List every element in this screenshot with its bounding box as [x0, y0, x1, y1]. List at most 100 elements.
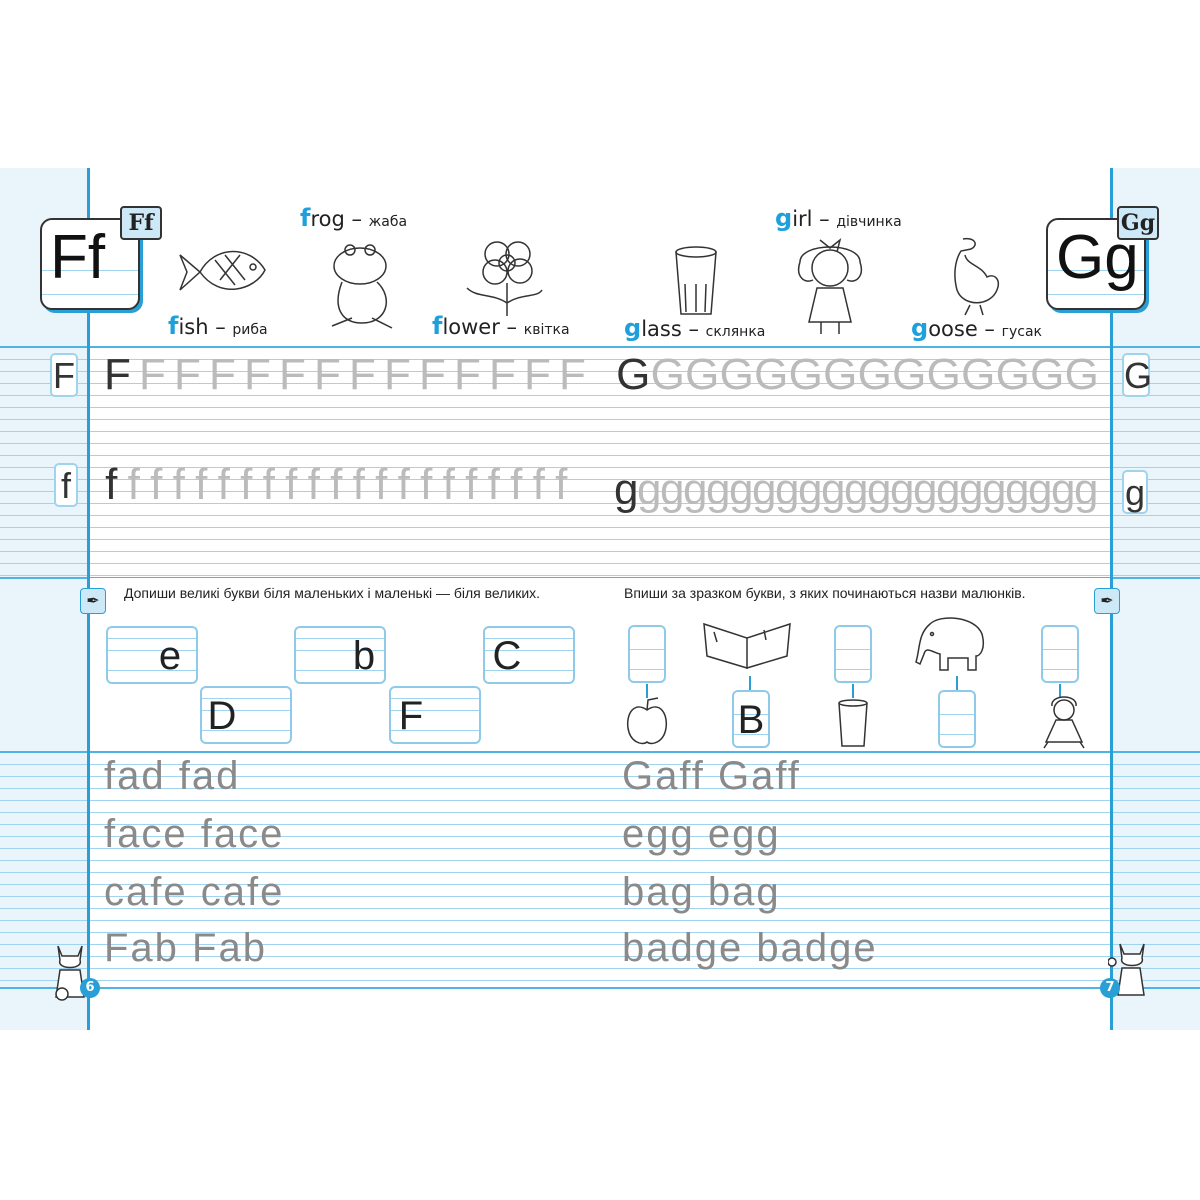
trace-letter: f: [532, 460, 545, 509]
trace-letter: F: [174, 350, 201, 399]
trace-letter: g: [936, 465, 961, 514]
apple-icon: [626, 697, 668, 745]
trace-letter: g: [660, 465, 685, 514]
practice-word[interactable]: egg egg: [622, 812, 781, 856]
answer-box-doll[interactable]: [1041, 625, 1079, 683]
instruction-right: Впиши за зразком букви, з яких починають…: [624, 585, 1026, 601]
doll-icon: [1043, 696, 1085, 749]
trace-letter: f: [555, 460, 568, 509]
letter-box[interactable]: D: [200, 686, 292, 744]
trace-letter: F: [209, 350, 236, 399]
letter-card-text: Ff: [50, 223, 106, 292]
trace-letter: g: [775, 465, 800, 514]
trace-letter: g: [844, 465, 869, 514]
trace-letter: G: [1030, 350, 1065, 399]
sample-letter-F: F: [50, 353, 78, 397]
trace-letter: f: [127, 460, 140, 509]
vocab-frog: frog – жаба: [300, 204, 408, 232]
trace-letter: f: [217, 460, 230, 509]
instruction-left: Допиши великі букви біля маленьких і мал…: [124, 585, 541, 601]
letter-ruling: [0, 347, 1200, 578]
glass-icon: [675, 246, 717, 315]
vocab-flower: flower – квітка: [432, 312, 570, 340]
trace-letter: f: [465, 460, 478, 509]
answer-box-elephant[interactable]: [938, 690, 976, 748]
practice-word[interactable]: badge badge: [622, 926, 878, 970]
arrow-down-icon: [852, 684, 854, 698]
tracing-row-g[interactable]: ggggggggggggggggggggg: [614, 465, 1099, 515]
trace-letter: f: [442, 460, 455, 509]
arrow-down-icon: [646, 684, 648, 698]
model-letter: f: [105, 460, 118, 509]
trace-letter: g: [959, 465, 984, 514]
girl-icon: [798, 238, 862, 334]
trace-letter: g: [1005, 465, 1030, 514]
practice-word[interactable]: cafe cafe: [104, 870, 285, 914]
fish-icon: [179, 250, 266, 291]
vocab-fish: fish – риба: [168, 312, 268, 340]
trace-letter: F: [279, 350, 306, 399]
vocab-glass: glass – склянка: [624, 314, 766, 342]
practice-word[interactable]: fad fad: [104, 754, 241, 798]
trace-letter: f: [240, 460, 253, 509]
page-number: 6: [80, 978, 100, 998]
trace-letter: G: [961, 350, 996, 399]
trace-letter: F: [244, 350, 271, 399]
practice-word[interactable]: bag bag: [622, 870, 781, 914]
model-letter: g: [614, 465, 639, 514]
goose-icon: [954, 237, 999, 316]
trace-letter: G: [788, 350, 823, 399]
trace-letter: f: [510, 460, 523, 509]
trace-letter: g: [752, 465, 777, 514]
pen-icon: ✒: [1094, 588, 1120, 614]
pen-icon: ✒: [80, 588, 106, 614]
trace-letter: F: [454, 350, 481, 399]
trace-letter: g: [821, 465, 846, 514]
trace-letter: G: [823, 350, 858, 399]
vocab-girl: girl – дівчинка: [775, 204, 902, 232]
trace-letter: f: [375, 460, 388, 509]
model-letter: G: [616, 350, 651, 399]
divider: [0, 987, 1200, 989]
trace-letter: f: [262, 460, 275, 509]
flower-icon: [466, 241, 543, 316]
letter-box[interactable]: F: [389, 686, 481, 744]
trace-letter: G: [650, 350, 685, 399]
trace-letter: g: [890, 465, 915, 514]
trace-letter: g: [913, 465, 938, 514]
cat-mascot-icon: [55, 945, 85, 1001]
vocab-goose: goose – гусак: [911, 314, 1042, 342]
letter-box[interactable]: e: [106, 626, 198, 684]
sample-letter-f: f: [54, 463, 78, 507]
trace-letter: f: [150, 460, 163, 509]
answer-box-glass[interactable]: [834, 625, 872, 683]
trace-letter: G: [754, 350, 789, 399]
practice-word[interactable]: Fab Fab: [104, 926, 267, 970]
answer-box-apple[interactable]: [628, 625, 666, 683]
practice-word[interactable]: Gaff Gaff: [622, 754, 801, 798]
trace-letter: g: [1051, 465, 1076, 514]
trace-letter: G: [926, 350, 961, 399]
trace-letter: G: [995, 350, 1030, 399]
letter-box[interactable]: C: [483, 626, 575, 684]
trace-letter: g: [798, 465, 823, 514]
trace-letter: f: [195, 460, 208, 509]
tracing-row-G[interactable]: GGGGGGGGGGGGGG: [616, 350, 1099, 400]
practice-word[interactable]: face face: [104, 812, 285, 856]
trace-letter: g: [1074, 465, 1099, 514]
cat-mascot-icon: [1108, 943, 1145, 996]
sample-letter-G: G: [1122, 353, 1153, 397]
trace-letter: G: [685, 350, 720, 399]
letter-box[interactable]: b: [294, 626, 386, 684]
trace-letter: f: [172, 460, 185, 509]
glass-small-icon: [838, 699, 868, 747]
trace-letter: F: [349, 350, 376, 399]
trace-letter: g: [982, 465, 1007, 514]
answer-box-book[interactable]: B: [732, 690, 770, 748]
trace-letter: G: [719, 350, 754, 399]
trace-letter: F: [419, 350, 446, 399]
trace-letter: F: [384, 350, 411, 399]
arrow-down-icon: [1059, 684, 1061, 698]
